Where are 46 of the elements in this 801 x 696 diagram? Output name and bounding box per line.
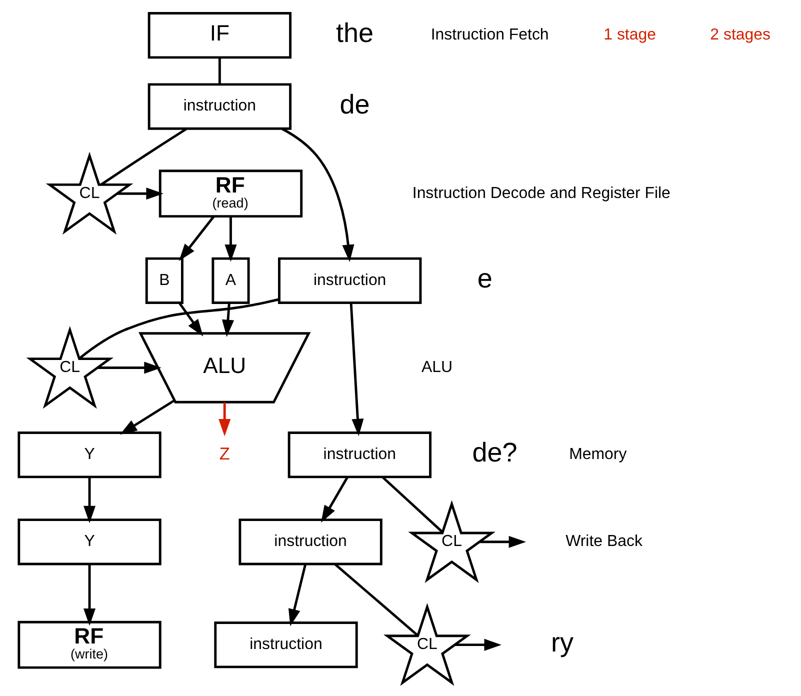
label: Instruction Decode and Register File (412, 184, 670, 202)
label: 1 stage (604, 26, 656, 44)
arrow (120, 399, 175, 435)
arrow (98, 362, 162, 374)
label: ALU (422, 358, 453, 376)
arrow (218, 402, 231, 436)
connector (78, 298, 280, 360)
label: ry (551, 628, 574, 658)
arrow (178, 302, 204, 336)
node-box: instruction (288, 432, 432, 478)
arrow (282, 128, 354, 262)
arrow (455, 638, 502, 651)
label: 2 stages (710, 26, 770, 44)
arrow (288, 564, 307, 626)
connector (382, 476, 443, 533)
label: Instruction Fetch (430, 26, 549, 44)
label: Write Back (566, 533, 642, 550)
arrow (480, 536, 526, 548)
connector (100, 128, 188, 186)
node-box: RF (write) (18, 620, 162, 669)
node-box: IF (148, 12, 292, 59)
node-box: Y (18, 432, 162, 478)
node-box: instruction (148, 83, 292, 130)
label: Memory (569, 446, 627, 463)
node-box: instruction (278, 257, 422, 304)
arrow (83, 564, 96, 626)
node-box: A (212, 257, 250, 304)
connector (218, 58, 221, 84)
node-box: B (145, 257, 184, 304)
arrow (224, 216, 237, 262)
node-text: Z (219, 443, 230, 464)
node-box: RF (read) (158, 170, 303, 218)
label: de? (472, 438, 518, 468)
connector (334, 564, 418, 636)
label: the (336, 18, 374, 48)
arrow (222, 302, 234, 338)
label: e (477, 264, 492, 294)
node-box: instruction (214, 622, 358, 668)
arrow (117, 188, 164, 200)
label: de (340, 89, 370, 120)
arrow (350, 302, 364, 436)
arrow (178, 216, 215, 261)
arrow (321, 476, 349, 523)
arrow (83, 476, 96, 524)
node-box: instruction (238, 518, 382, 566)
node-box: Y (18, 518, 162, 566)
